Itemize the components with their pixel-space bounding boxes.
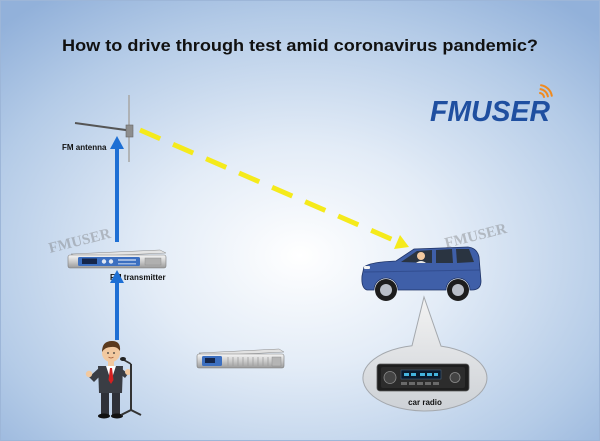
- upward-arrow-icon: [110, 136, 124, 149]
- car-radio-icon: [376, 363, 470, 392]
- arrow-presenter-to-transmitter: [110, 270, 124, 340]
- broadcast-arrowhead-icon: [394, 235, 409, 249]
- transmitter-label: FM transmitter: [110, 273, 166, 282]
- upward-arrow-icon: [110, 270, 124, 283]
- microphone-icon: [120, 357, 142, 416]
- logo-text: FMUSER: [430, 96, 550, 128]
- brand-logo: FMUSER: [430, 84, 553, 128]
- car-icon: [361, 246, 482, 301]
- signal-wave-medium: [539, 88, 549, 98]
- diagram-title: How to drive through test amid coronavir…: [62, 36, 538, 55]
- car-radio-label: car radio: [408, 398, 442, 407]
- arrow-transmitter-to-antenna: [110, 136, 124, 242]
- signal-wave-small: [539, 92, 545, 98]
- presenter-icon: [85, 341, 131, 419]
- broadcast-signal-path: [139, 127, 409, 249]
- signal-wave-large: [540, 84, 553, 97]
- driver-icon: [416, 252, 426, 263]
- broadcast-dashed-line: [139, 127, 399, 245]
- signal-waves-icon: [539, 84, 553, 98]
- fm-transmitter-icon: [67, 249, 167, 269]
- antenna-label: FM antenna: [62, 143, 107, 152]
- antenna-icon: [74, 95, 134, 162]
- spare-transmitter-icon: [196, 348, 285, 369]
